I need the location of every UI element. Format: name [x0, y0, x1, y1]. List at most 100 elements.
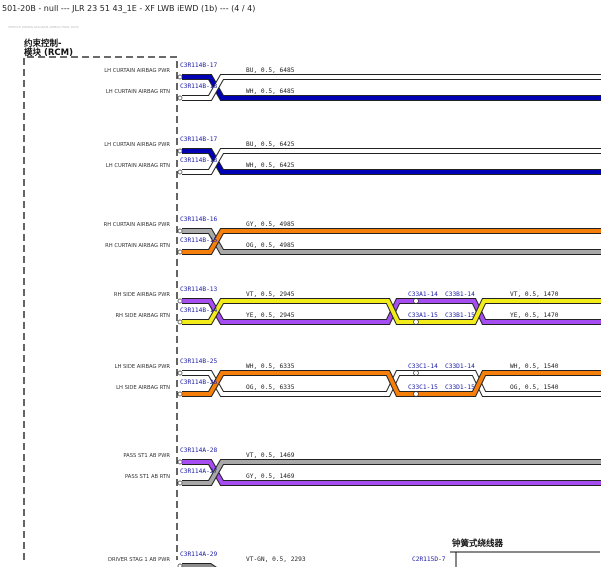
mid-connector-b: C33B1-15	[445, 312, 475, 319]
inline-connector	[413, 319, 419, 325]
pin-id: C3R114B-17	[180, 62, 218, 69]
pin-terminal	[177, 459, 183, 465]
wire-spec: WH, 0.5, 6335	[246, 363, 295, 370]
pin-terminal	[177, 148, 183, 154]
circuit-label: LH CURTAIN AIRBAG PWR	[104, 68, 170, 74]
circuit-12	[177, 563, 217, 567]
pin-terminal	[177, 298, 183, 304]
wire-bu	[182, 75, 601, 100]
circuit-label: PASS ST1 AB RTN	[125, 474, 170, 480]
module-outline	[23, 56, 178, 560]
wire-spec: GY, 0.5, 4985	[246, 221, 295, 228]
pin-id: C3R114A-29	[180, 551, 218, 558]
pin-terminal	[177, 74, 183, 80]
circuit-label: LH CURTAIN AIRBAG RTN	[106, 163, 170, 169]
wire-spec: VT-GN, 0.5, 2293	[246, 556, 306, 563]
mid-connector-b: C33D1-15	[445, 384, 475, 391]
circuit-label: LH CURTAIN AIRBAG RTN	[106, 89, 170, 95]
pin-id: C3R114B-17	[180, 136, 218, 143]
wire-spec: BU, 0.5, 6425	[246, 141, 295, 148]
circuit-label: DRIVER STAG 1 AB PWR	[108, 557, 170, 563]
circuit-5	[177, 228, 601, 255]
wire-spec-2: VT, 0.5, 1470	[510, 291, 559, 298]
circuit-7	[177, 298, 601, 325]
pin-id: C3R114B-25	[180, 358, 218, 365]
inline-connector	[413, 370, 419, 376]
circuit-label: LH SIDE AIRBAG RTN	[116, 385, 170, 391]
wire-spec-2: OG, 0.5, 1540	[510, 384, 559, 391]
wire-spec: GY, 0.5, 1469	[246, 473, 295, 480]
pin-id: C3R114A-28	[180, 447, 218, 454]
circuit-label: RH CURTAIN AIRBAG RTN	[105, 243, 170, 249]
circuit-3	[177, 148, 601, 175]
module-title-line1: 约束控制-	[24, 38, 62, 49]
pin-terminal	[177, 95, 183, 101]
pin-terminal	[177, 169, 183, 175]
wire-outline	[182, 228, 601, 255]
wire-vt-gn	[182, 564, 216, 567]
wire-spec-2: WH, 0.5, 1540	[510, 363, 559, 370]
wire-spec: WH, 0.5, 6425	[246, 162, 295, 169]
circuit-9	[177, 370, 601, 397]
circuit-label: PASS ST1 AB PWR	[123, 453, 170, 459]
mid-connector-a: C33C1-15	[408, 384, 438, 391]
wire-outline	[182, 459, 601, 486]
pin-id: C3R114B-16	[180, 216, 218, 223]
wire-outline	[182, 459, 601, 486]
wire-spec: BU, 0.5, 6485	[246, 67, 295, 74]
pin-id: C3R114B-18	[180, 83, 218, 90]
circuit-label: RH CURTAIN AIRBAG PWR	[104, 222, 171, 228]
module-title-line2: 模块 (RCM)	[24, 47, 73, 58]
inline-connector	[413, 298, 419, 304]
wire-spec-2: YE, 0.5, 1470	[510, 312, 559, 319]
wire-ye	[182, 299, 601, 324]
pin-id: C3R114B-15	[180, 237, 218, 244]
wire-bu	[182, 149, 601, 174]
clockspring-label: 钟簧式绕线器	[452, 538, 504, 549]
mid-connector-a: C33A1-14	[408, 291, 438, 298]
wire-vt	[182, 460, 601, 485]
wire-og	[182, 371, 601, 396]
wire-wh	[182, 149, 601, 174]
pin-terminal	[177, 370, 183, 376]
pin-id: C3R114B-14	[180, 307, 218, 314]
wire-spec: VT, 0.5, 1469	[246, 452, 295, 459]
wire-spec: VT, 0.5, 2945	[246, 291, 295, 298]
circuit-11	[177, 459, 601, 486]
mid-connector-b: C33D1-14	[445, 363, 475, 370]
mid-connector-a: C33A1-15	[408, 312, 438, 319]
wire-spec: OG, 0.5, 4985	[246, 242, 295, 249]
wire-spec: WH, 0.5, 6485	[246, 88, 295, 95]
circuit-1	[177, 74, 601, 101]
page-subtitle: VEHICLE WIRING DIAGRAM AIRBAG FINAL DATA	[8, 25, 79, 29]
wire-outline	[182, 148, 601, 175]
pin-terminal	[177, 480, 183, 486]
wire-outline	[182, 148, 601, 175]
circuit-label: LH CURTAIN AIRBAG PWR	[104, 142, 170, 148]
pin-terminal	[177, 249, 183, 255]
circuit-label: RH SIDE AIRBAG PWR	[114, 292, 171, 298]
pin-id: C3R114B-13	[180, 286, 218, 293]
wire-og	[182, 229, 601, 254]
mid-connector-a: C33C1-14	[408, 363, 438, 370]
pin-id: C3R114B-26	[180, 379, 218, 386]
wire-gy	[182, 229, 601, 254]
wire-outline	[182, 74, 601, 101]
pin-id: C3R114B-18	[180, 157, 218, 164]
wire-gy	[182, 460, 601, 485]
pin-terminal	[177, 563, 183, 567]
mid-connector-b: C33B1-14	[445, 291, 475, 298]
wire-outline	[182, 228, 601, 255]
inline-connector	[413, 391, 419, 397]
circuit-label: RH SIDE AIRBAG RTN	[115, 313, 170, 319]
mid-connector-a: C2R115D-7	[412, 556, 446, 563]
circuit-label: LH SIDE AIRBAG PWR	[115, 364, 171, 370]
wire-spec: OG, 0.5, 6335	[246, 384, 295, 391]
pin-id: C3R114A-27	[180, 468, 218, 475]
page-title: 501-20B - null --- JLR 23 51 43_1E - XF …	[2, 4, 256, 13]
pin-terminal	[177, 391, 183, 397]
wire-wh	[182, 75, 601, 100]
pin-terminal	[177, 319, 183, 325]
wire-outline	[182, 74, 601, 101]
